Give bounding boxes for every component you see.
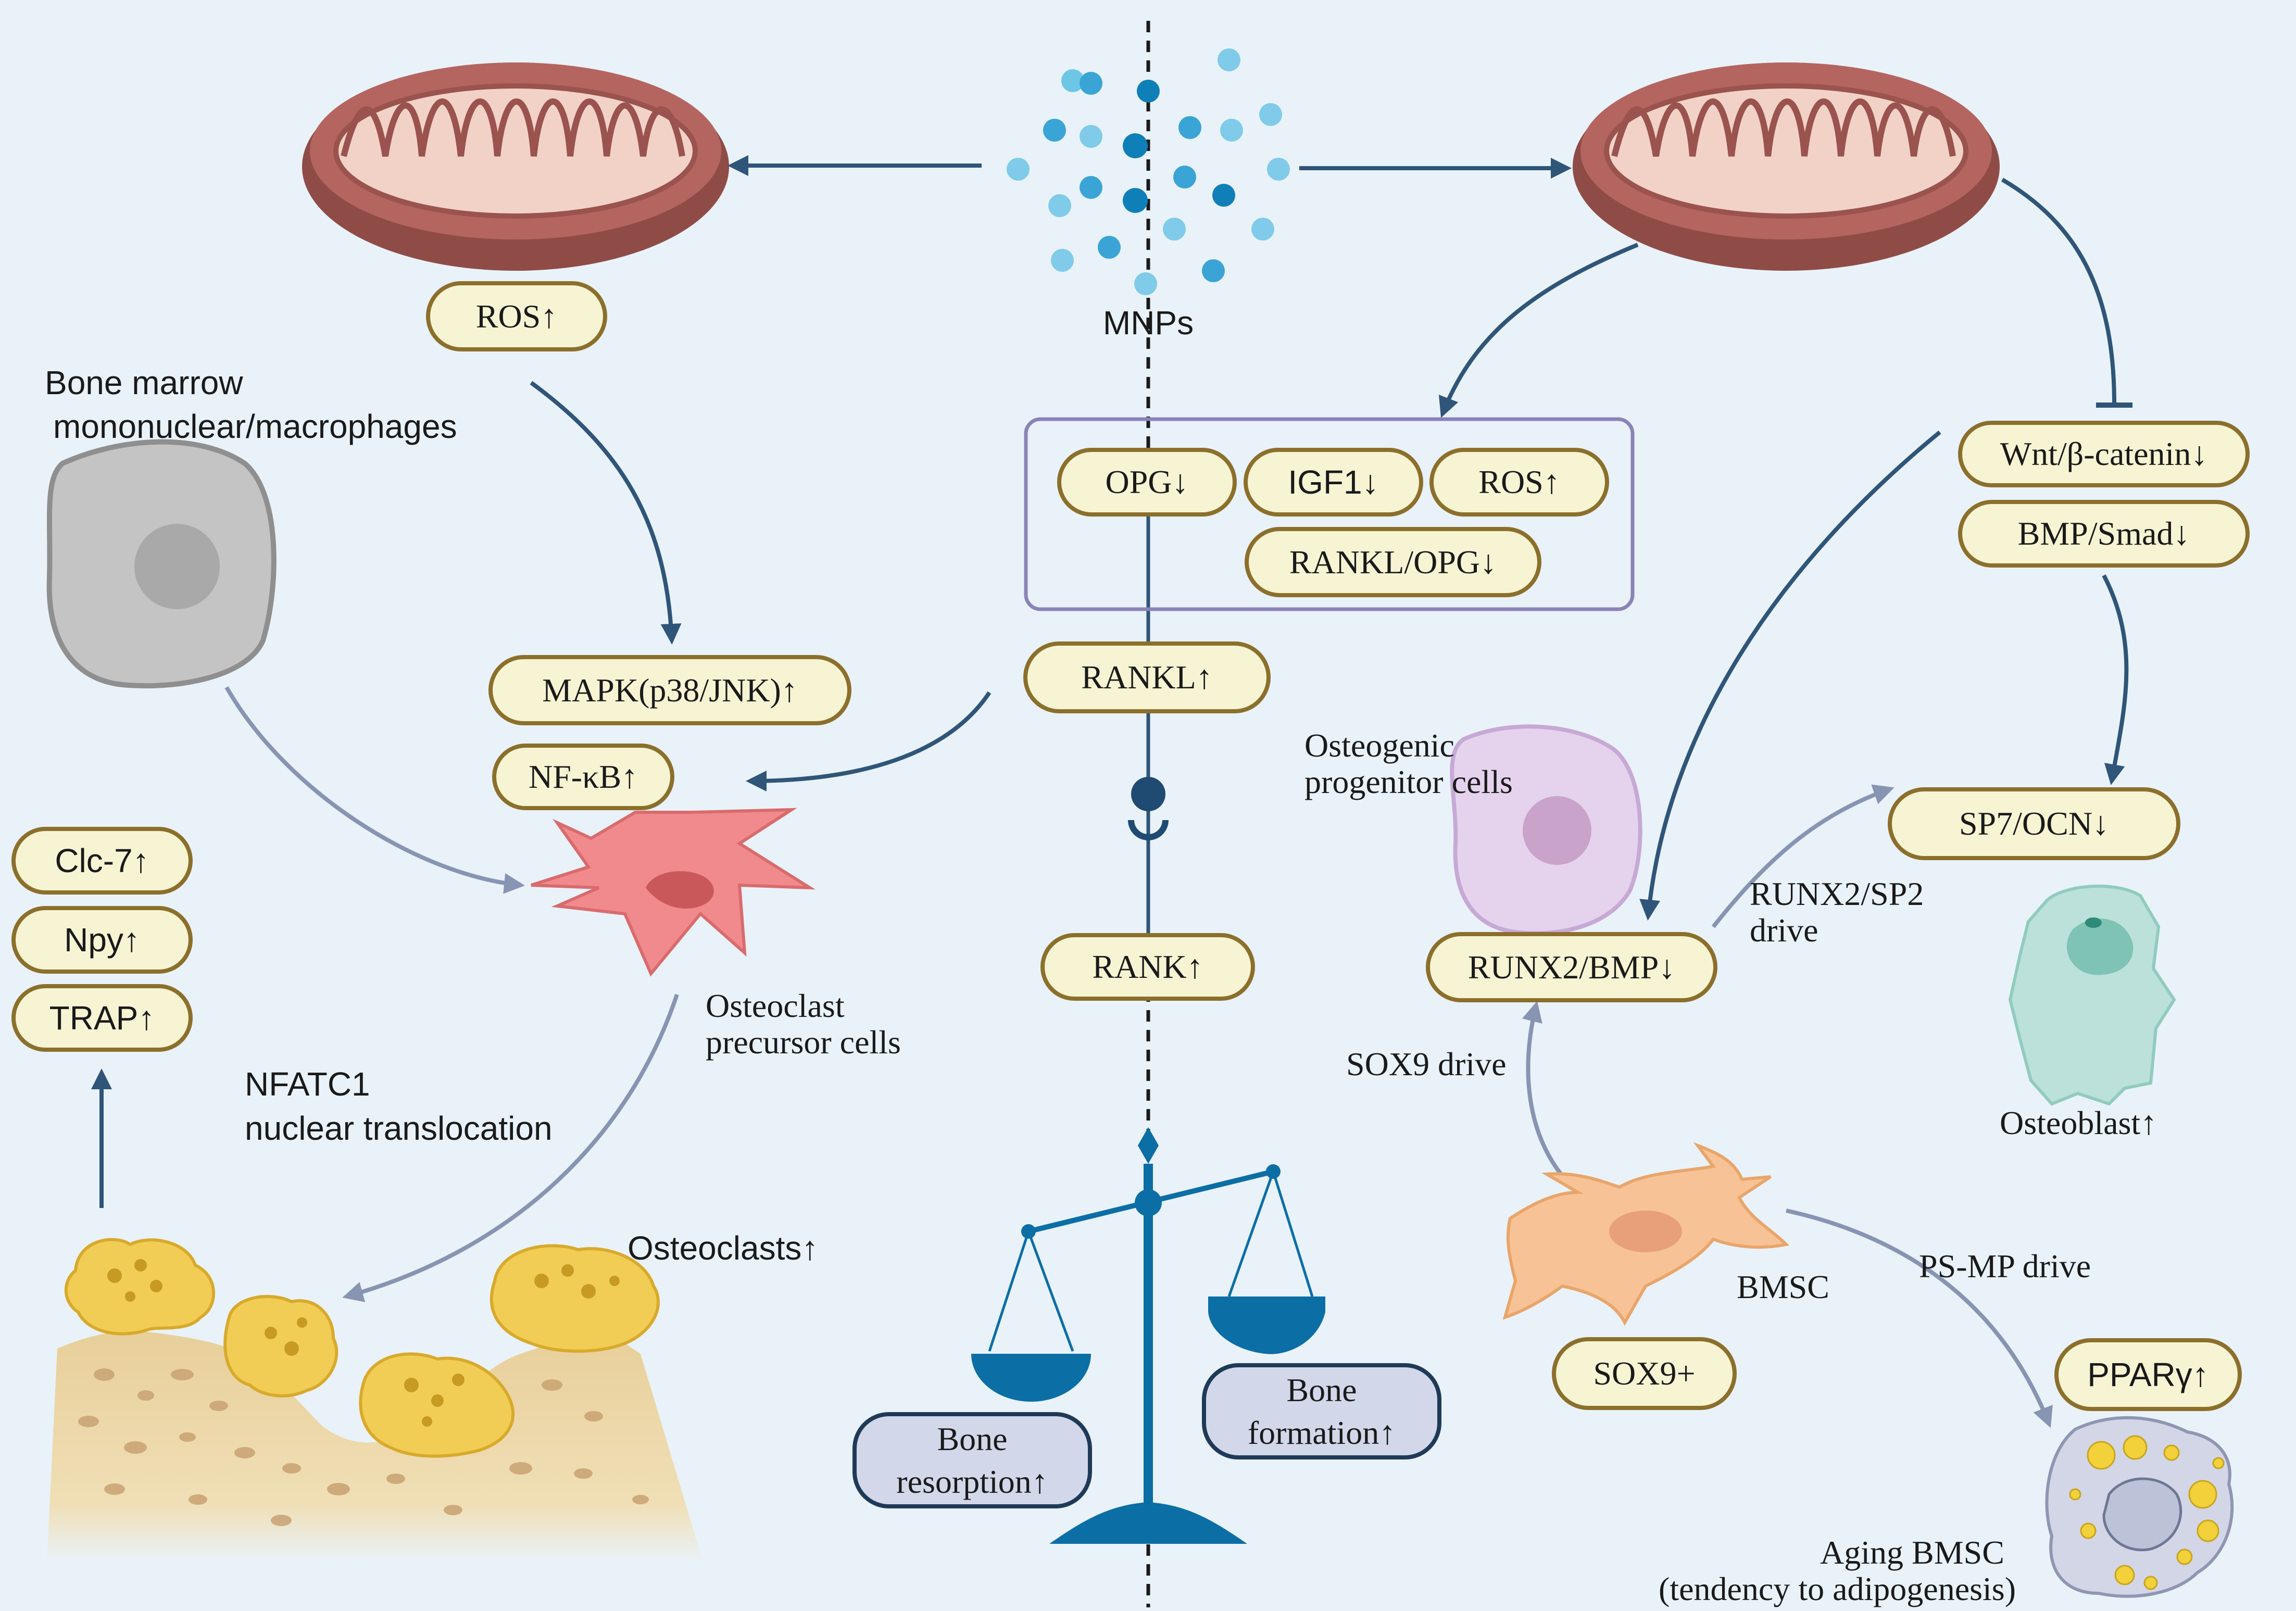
aging-bmsc-label-line2: (tendency to adipogenesis) [1659, 1570, 2016, 1607]
bone-formation-line1: Bone [1286, 1371, 1357, 1408]
osteoclasts-label: Osteoclasts↑ [628, 1229, 819, 1267]
bone-formation-line2: formation↑ [1247, 1414, 1396, 1451]
psmp-drive-label: PS-MP drive [1919, 1248, 2091, 1285]
mitochondrion-left [302, 62, 729, 271]
pill-bmp-smad: BMP/Smad↓ [1958, 500, 2250, 568]
bmm-label-line1: Bone marrow [45, 364, 243, 401]
pill-rankl-opg: RANKL/OPG↓ [1245, 527, 1541, 597]
pill-sox9: SOX9+ [1552, 1337, 1737, 1410]
osteoclast-precursor-cell [531, 808, 816, 977]
pill-ros-left: ROS↑ [426, 281, 607, 351]
arrow-bmp-to-sp7 [2102, 574, 2129, 785]
pill-sp7-ocn: SP7/OCN↓ [1888, 787, 2180, 860]
pill-opg: OPG↓ [1057, 448, 1237, 517]
balance-scale [971, 1127, 1325, 1544]
opg-group-box [1024, 417, 1635, 611]
bmm-cell [46, 439, 277, 689]
pill-runx2-bmp: RUNX2/BMP↓ [1426, 932, 1717, 1002]
osteoblast-label: Osteoblast↑ [2000, 1104, 2157, 1141]
precursor-label-line1: Osteoclast [706, 987, 845, 1024]
osteoclast-cells [64, 1238, 660, 1458]
aging-bmsc-cell [2045, 1416, 2234, 1598]
osteoclast-nuclei [107, 1259, 620, 1427]
pill-clc7: Clc-7↑ [11, 827, 193, 895]
bone-resorption-line2: resorption↑ [896, 1463, 1048, 1500]
bone-resorption-line1: Bone [937, 1420, 1008, 1457]
rankl-rank-binding [1128, 713, 1169, 937]
pill-npy: Npy↑ [11, 906, 193, 974]
bmm-label-line2: mononuclear/macrophages [53, 408, 457, 445]
pill-igf1: IGF1↓ [1244, 448, 1423, 517]
arrow-runx2-to-sp7 [1711, 784, 1894, 928]
arrow-bmm-to-precursor [224, 686, 525, 894]
aging-bmsc-label-line1: Aging BMSC [1820, 1534, 2004, 1571]
progenitor-label-line1: Osteogenic [1304, 727, 1454, 764]
mitochondrion-right [1573, 62, 2000, 271]
inhibit-right-mito-to-wnt [2001, 178, 2116, 404]
nfatc1-label-line1: NFATC1 [245, 1065, 370, 1103]
pill-rankl: RANKL↑ [1023, 641, 1271, 713]
bmsc-label: BMSC [1737, 1268, 1829, 1305]
precursor-label-line2: precursor cells [706, 1024, 901, 1061]
pill-rank: RANK↑ [1040, 933, 1255, 1001]
arrow-rankl-to-nfkb [746, 691, 992, 791]
pill-wnt: Wnt/β-catenin↓ [1958, 421, 2250, 487]
bone-tissue [47, 1331, 703, 1562]
arrow-ros-to-mapk [530, 381, 682, 645]
bmsc-cell [1502, 1142, 1790, 1326]
progenitor-label-line2: progenitor cells [1304, 763, 1513, 800]
runx2-sp2-label-line2: drive [1750, 912, 1818, 949]
arrow-bmsc-to-aging [1786, 1209, 2053, 1428]
pill-mapk: MAPK(p38/JNK)↑ [488, 655, 851, 725]
pill-ros-center: ROS↑ [1429, 448, 1609, 517]
pill-trap: TRAP↑ [11, 984, 193, 1052]
arrow-bmsc-to-runx2 [1522, 1001, 1569, 1184]
progenitor-cell [1450, 724, 1642, 936]
arrow-precursor-to-osteoclasts [342, 993, 679, 1302]
pill-ppar: PPARγ↑ [2054, 1338, 2242, 1411]
arrow-to-runx2 [1639, 430, 1941, 921]
mnps-label: MNPs [1102, 304, 1194, 342]
nfatc1-label-line2: nuclear translocation [245, 1110, 553, 1147]
pill-nfkb: NF-κB↑ [492, 744, 674, 810]
arrow-right-mito-to-box [1438, 243, 1639, 418]
sox9-drive-label: SOX9 drive [1346, 1046, 1507, 1083]
osteoblast-cell [2008, 884, 2176, 1106]
runx2-sp2-label-line1: RUNX2/SP2 [1750, 875, 1924, 912]
pill-bone-formation: Bone formation↑ [1202, 1363, 1441, 1459]
mnp-particles [1007, 48, 1290, 295]
pill-bone-resorption: Bone resorption↑ [852, 1412, 1092, 1508]
